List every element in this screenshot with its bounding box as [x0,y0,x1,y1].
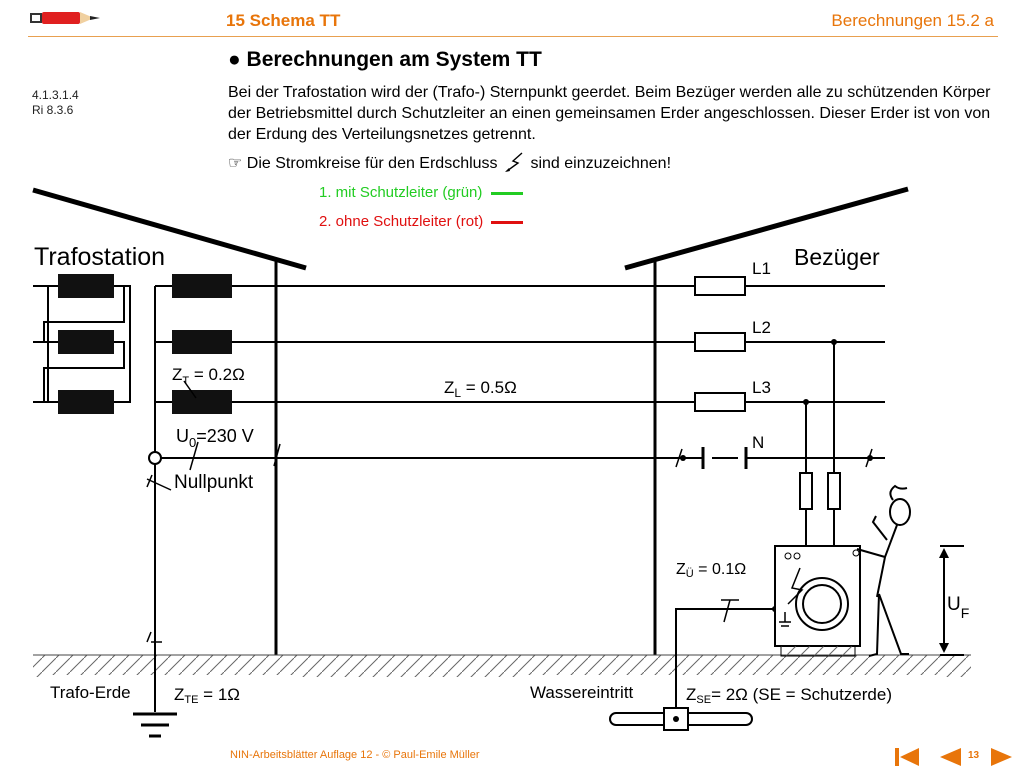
first-page-icon[interactable] [893,747,921,767]
trafo-earth-symbol [133,712,177,738]
washing-machine [774,545,861,657]
task-text-after: sind einzuzeichnen! [530,155,672,172]
section-title-text: Berechnungen am System TT [246,48,542,71]
line-conductors [161,285,885,459]
reference-2: Ri 8.3.6 [32,103,74,117]
bullet-icon: ● [228,48,241,71]
nullpunkt-node [148,451,162,465]
ground-label-cover-1 [48,675,298,705]
water-pipe [609,707,753,731]
body-fault-lightning [787,567,804,605]
reference-1: 4.1.3.1.4 [32,88,79,102]
label-trafostation: Trafostation [34,243,165,271]
label-pointers [146,380,739,643]
label-bezueger: Bezüger [794,244,880,270]
label-zte: ZTE = 1Ω [174,685,240,706]
section-title: ● Berechnungen am System TT [228,48,542,72]
primary-wiring [33,285,131,403]
star-point-wiring [154,285,172,712]
legend-green-label: 1. mit Schutzleiter (grün) [319,184,483,201]
legend-green: 1. mit Schutzleiter (grün) [319,184,523,201]
label-trafo-erde: Trafo-Erde [50,683,131,702]
label-zt: ZT = 0.2Ω [172,365,245,387]
label-zl: ZL = 0.5Ω [444,378,517,400]
label-l1: L1 [752,259,771,278]
previous-page-icon[interactable] [938,747,962,767]
task-line: ☞ Die Stromkreise für den Erdschluss sin… [228,151,671,173]
red-line-swatch [491,220,524,224]
label-l2: L2 [752,318,771,337]
header-section: Berechnungen 15.2 a [831,11,994,30]
label-wassereintritt: Wassereintritt [530,683,634,702]
pointing-hand-icon: ☞ [228,155,243,172]
break-marks [273,443,873,468]
intro-text: Bei der Trafostation wird der (Trafo-) S… [228,84,991,143]
fault-voltage-arrow [940,545,964,656]
footer-copyright: NIN-Arbeitsblätter Auflage 12 - © Paul-E… [230,749,480,761]
legend-red-label: 2. ohne Schutzleiter (rot) [319,213,484,230]
lightning-fault-icon [505,152,523,172]
ground-hatching [33,655,971,677]
label-zu: ZÜ = 0.1Ω [676,561,746,580]
label-u0: U0=230 V [176,426,254,450]
legend-red: 2. ohne Schutzleiter (rot) [319,213,524,230]
task-text-before: Die Stromkreise für den Erdschluss [246,155,498,172]
green-line-swatch [490,191,523,195]
bezueger-roof [624,186,909,271]
header-title: 15 Schema TT [226,11,341,30]
neutral-link [701,447,748,469]
label-l3: L3 [752,378,771,397]
ground-label-cover-2 [525,675,945,705]
label-zse: ZSE= 2Ω (SE = Schutzerde) [686,685,892,706]
label-n: N [752,433,764,452]
transformer-windings [58,274,232,414]
next-page-icon[interactable] [990,747,1014,767]
machine-earth-terminal [779,612,791,627]
label-uf: UF [947,594,969,621]
trafostation-roof [32,187,307,271]
page-number: 13 [968,750,980,761]
header-divider [28,36,998,37]
fuses [694,276,841,510]
person-figure [856,484,911,657]
pencil-icon [30,12,100,24]
label-nullpunkt: Nullpunkt [174,472,254,493]
